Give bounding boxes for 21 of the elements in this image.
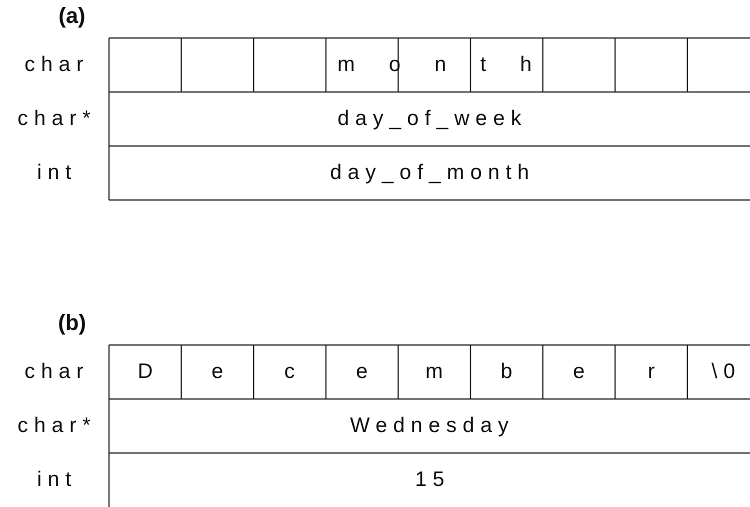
cell-text: m	[425, 359, 449, 385]
type-label: int	[37, 160, 78, 186]
cell-text: D	[138, 359, 159, 385]
cell-text: c	[284, 359, 301, 385]
type-label: char*	[18, 106, 97, 132]
type-label: char*	[18, 413, 97, 439]
cell-text: b	[500, 359, 518, 385]
field-value: Wednesday	[350, 413, 515, 439]
field-value: day_of_month	[330, 160, 536, 186]
field-value: 15	[415, 467, 450, 493]
type-label: char	[24, 52, 90, 78]
panel-label: (b)	[58, 310, 86, 336]
cell-text: e	[572, 359, 591, 385]
cell-text: r	[648, 359, 661, 385]
type-label: char	[24, 359, 90, 385]
field-value: day_of_week	[338, 106, 528, 132]
type-label: int	[37, 467, 78, 493]
cell-text: e	[211, 359, 230, 385]
cell-text: \0	[712, 359, 742, 385]
cell-text: e	[356, 359, 374, 385]
panel-label: (a)	[58, 3, 86, 29]
